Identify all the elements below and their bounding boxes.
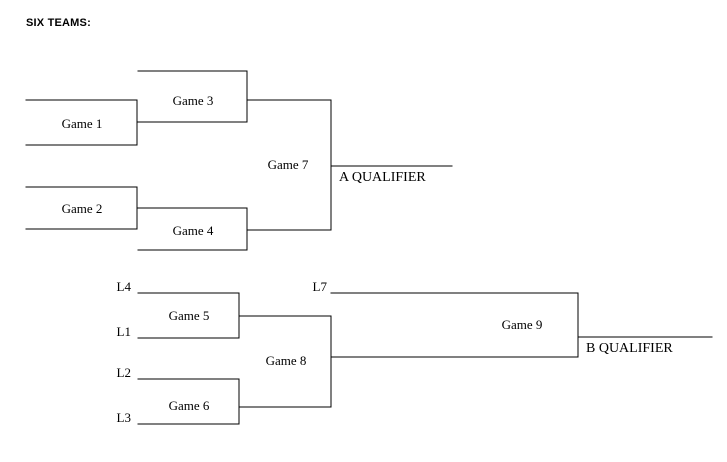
seed-label-l2: L2 <box>116 365 131 380</box>
game2-label: Game 2 <box>61 201 103 216</box>
b-qualifier-label: B QUALIFIER <box>586 341 673 356</box>
game5-label: Game 5 <box>168 308 210 323</box>
game3-label: Game 3 <box>172 93 214 108</box>
game4-label: Game 4 <box>172 223 214 238</box>
game6-label: Game 6 <box>168 398 210 413</box>
page-title: SIX TEAMS: <box>26 17 91 29</box>
game7-label: Game 7 <box>267 157 309 172</box>
seed-label-l3: L3 <box>116 410 131 425</box>
seed-label-l1: L1 <box>116 324 131 339</box>
game9-label: Game 9 <box>501 317 543 332</box>
game1-label: Game 1 <box>61 116 103 131</box>
a-qualifier-label: A QUALIFIER <box>339 170 426 185</box>
seed-label-l4: L4 <box>116 279 131 294</box>
game8-label: Game 8 <box>265 353 307 368</box>
seed-label-l7: L7 <box>312 279 327 294</box>
